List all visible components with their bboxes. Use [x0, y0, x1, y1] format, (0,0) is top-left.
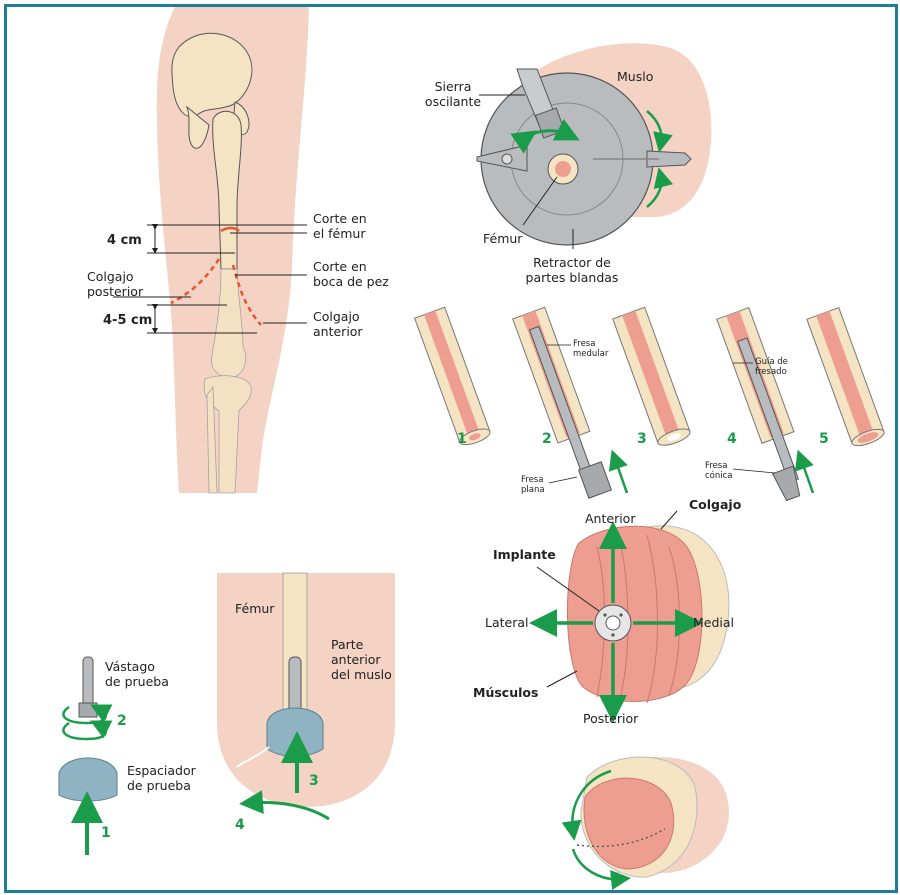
stump-end-view: [537, 511, 729, 709]
label-implant: Implante: [493, 547, 556, 562]
reaming-step-3: 3: [637, 431, 647, 447]
measurement-4cm: 4 cm: [107, 233, 142, 248]
label-posterior: Posterior: [583, 711, 638, 726]
trial-spacer: [59, 758, 117, 801]
trial-step-2: 2: [117, 713, 127, 729]
label-thigh: Muslo: [617, 69, 653, 84]
reaming-step-1: 1: [457, 431, 467, 447]
illustration-canvas: [7, 7, 895, 890]
bone-tube-2: [513, 307, 605, 484]
bone-tube-5: [807, 308, 886, 449]
label-femur-stump: Fémur: [235, 601, 274, 616]
insertion-step-3: 3: [309, 773, 319, 789]
trial-step-1: 1: [101, 825, 111, 841]
label-femur-saw: Fémur: [483, 231, 522, 246]
measurement-4-5cm: 4-5 cm: [103, 313, 152, 328]
saw-retractor-diagram: [477, 43, 711, 249]
bone-tube-1: [415, 307, 492, 448]
label-medial: Medial: [693, 615, 734, 630]
reaming-step-5: 5: [819, 431, 829, 447]
leg-amputation-diagram: [113, 7, 309, 493]
label-lateral: Lateral: [485, 615, 529, 630]
label-muscles: Músculos: [473, 685, 538, 700]
label-flap: Colgajo: [689, 497, 741, 512]
label-anterior: Anterior: [585, 511, 635, 526]
bone-tube-3: [613, 307, 692, 448]
closed-stump: [572, 757, 729, 879]
reaming-step-2: 2: [542, 431, 552, 447]
stem-rotation-arrow-2: [63, 723, 105, 739]
insertion-step-4: 4: [235, 817, 245, 833]
bone-tube-4: [717, 308, 810, 487]
reaming-sequence: [415, 307, 886, 502]
reaming-step-4: 4: [727, 431, 737, 447]
muscle-mass: [567, 526, 702, 701]
conical-reamer: [773, 466, 804, 502]
trial-stem: [79, 657, 97, 717]
